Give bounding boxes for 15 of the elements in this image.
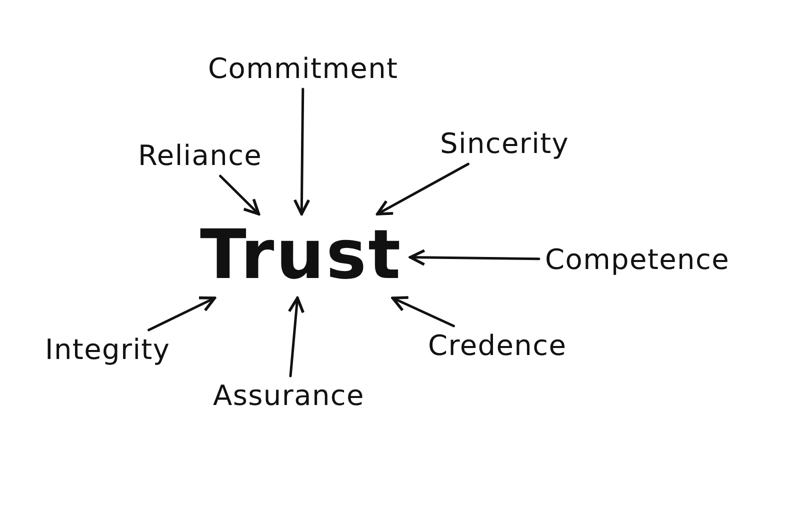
word-label: Sincerity: [440, 130, 570, 158]
arrow: [293, 88, 310, 216]
arrow: [376, 162, 470, 216]
arrow: [148, 296, 216, 332]
word-label: Integrity: [45, 336, 170, 364]
word-label: Commitment: [208, 55, 398, 83]
word-label: Credence: [428, 332, 567, 360]
arrow: [288, 296, 305, 378]
arrow: [408, 249, 540, 266]
word-label: Assurance: [213, 382, 364, 410]
word-label: Reliance: [138, 142, 262, 170]
arrow: [219, 174, 260, 216]
word-label: Competence: [545, 246, 730, 274]
arrow: [391, 296, 455, 328]
title-word: Trust: [200, 222, 402, 290]
